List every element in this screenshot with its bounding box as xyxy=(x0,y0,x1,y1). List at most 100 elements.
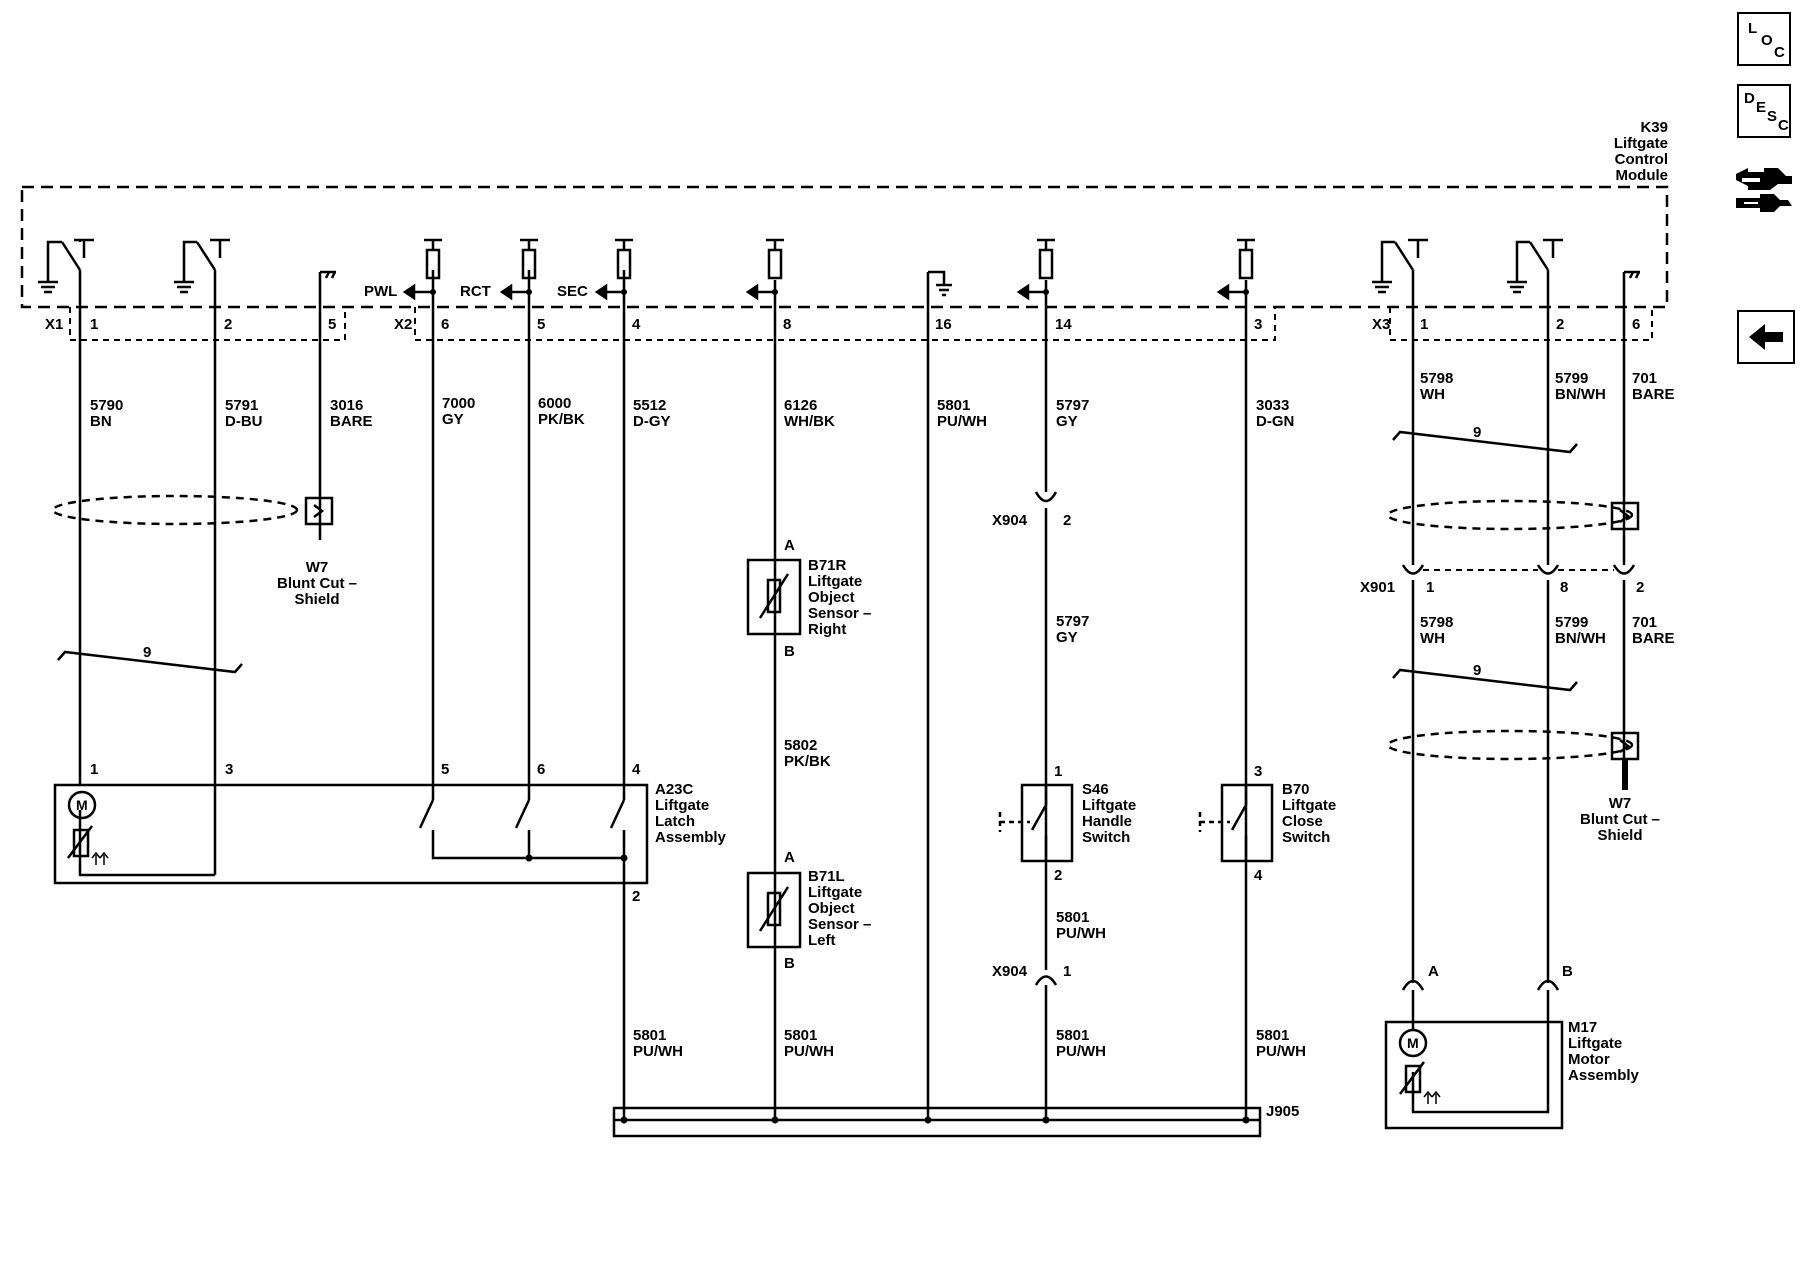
wire-label-color: WH xyxy=(1420,386,1445,403)
wire-label-num: 5802 xyxy=(784,737,817,754)
pin-x2-8: 8 xyxy=(783,316,791,333)
wire-label-num: 5799 xyxy=(1555,370,1588,387)
pin-x2-6: 6 xyxy=(441,316,449,333)
wire-label-num: 5799 xyxy=(1555,614,1588,631)
wire-label-num: 5801 xyxy=(784,1027,817,1044)
pin-x2-14: 14 xyxy=(1055,316,1072,333)
shield-label-1: Blunt Cut – xyxy=(1580,811,1660,828)
pin-x1-2: 2 xyxy=(224,316,232,333)
handle-switch-id: S46 xyxy=(1082,781,1109,798)
splice-id: J905 xyxy=(1266,1103,1299,1120)
desc-letter-s: S xyxy=(1767,108,1778,125)
motor-pin-a: A xyxy=(1428,963,1439,980)
connector-view-button[interactable] xyxy=(1730,160,1800,220)
pin-x2-16: 16 xyxy=(935,316,952,333)
wire-label-color: D-GN xyxy=(1256,413,1294,430)
x2-pullups xyxy=(424,238,1255,280)
shield-label-1: Blunt Cut – xyxy=(277,575,357,592)
wire-label-color: WH xyxy=(1420,630,1445,647)
wire-label-num: 5801 xyxy=(1056,1027,1089,1044)
latch-pin-4: 4 xyxy=(632,761,641,778)
module-outline xyxy=(20,185,1669,309)
wire-label-num: 5801 xyxy=(1056,909,1089,926)
module-label-2: Control xyxy=(1615,151,1668,168)
latch-label-3: Assembly xyxy=(655,829,727,846)
wire-label-num: 701 xyxy=(1632,614,1657,631)
arrow-left-icon xyxy=(1749,324,1783,350)
sensor-left-pin-a: A xyxy=(784,849,795,866)
wire-label-color: PU/WH xyxy=(784,1043,834,1060)
back-button[interactable] xyxy=(1737,310,1795,364)
sensor-right-pin-b: B xyxy=(784,643,795,660)
wire-label-color: PU/WH xyxy=(937,413,987,430)
close-switch-label-3: Switch xyxy=(1282,829,1330,846)
pin-x1-5: 5 xyxy=(328,316,336,333)
latch-pin-5: 5 xyxy=(441,761,449,778)
desc-letter-e: E xyxy=(1756,99,1767,116)
wire-label-num: 5512 xyxy=(633,397,666,414)
latch-id: A23C xyxy=(655,781,694,798)
x904-pin-1: 1 xyxy=(1063,963,1071,980)
shield-ellipse-right-bottom xyxy=(1386,729,1634,761)
module-id: K39 xyxy=(1640,119,1668,136)
wire-label-num: 6126 xyxy=(784,397,817,414)
description-button[interactable]: D E S C xyxy=(1737,84,1791,138)
connector-x1: X1 xyxy=(45,316,63,333)
motor-label-2: Motor xyxy=(1568,1051,1610,1068)
wire-label-num: 5791 xyxy=(225,397,258,414)
wire-label-color: PU/WH xyxy=(1256,1043,1306,1060)
wire-label-num: 5797 xyxy=(1056,397,1089,414)
sensor-right-label-2: Object xyxy=(808,589,855,606)
pin-x2-3: 3 xyxy=(1254,316,1262,333)
latch-pin-2: 2 xyxy=(632,888,640,905)
connector-x901: X901 xyxy=(1360,579,1395,596)
x2-connector-outline xyxy=(414,307,1276,341)
motor-symbol: M xyxy=(1407,1035,1419,1051)
wire-label-num: 5798 xyxy=(1420,370,1453,387)
wire-label-color: BN/WH xyxy=(1555,386,1606,403)
pin-x3-2: 2 xyxy=(1556,316,1564,333)
shield-ellipse-left xyxy=(51,494,299,526)
wire-label-num: 5797 xyxy=(1056,613,1089,630)
loc-letter-l: L xyxy=(1748,20,1758,37)
wire-label-color: D-BU xyxy=(225,413,263,430)
signal-sec: SEC xyxy=(557,283,588,300)
wire-label-color: PU/WH xyxy=(1056,925,1106,942)
x3-connector-outline xyxy=(1389,307,1653,341)
handle-switch-pin-1: 1 xyxy=(1054,763,1062,780)
wire-label-color: PU/WH xyxy=(1056,1043,1106,1060)
connector-x3: X3 xyxy=(1372,316,1390,333)
pin-x3-1: 1 xyxy=(1420,316,1428,333)
wire-label-color: BARE xyxy=(1632,630,1675,647)
sensor-right-label-3: Sensor – xyxy=(808,605,871,622)
location-button[interactable]: L O C xyxy=(1737,12,1791,66)
sensor-left-label-4: Left xyxy=(808,932,836,949)
connector-plug-icon xyxy=(1736,168,1792,212)
wire-label-color: WH/BK xyxy=(784,413,835,430)
wire-label-color: BARE xyxy=(1632,386,1675,403)
handle-switch-label-2: Handle xyxy=(1082,813,1132,830)
sensor-left-label-1: Liftgate xyxy=(808,884,862,901)
sensor-left-label-3: Sensor – xyxy=(808,916,871,933)
loc-letter-o: O xyxy=(1761,32,1773,49)
wire-label-color: PU/WH xyxy=(633,1043,683,1060)
latch-assembly-box xyxy=(53,783,649,885)
shield-id: W7 xyxy=(1609,795,1632,812)
sensor-right-pin-a: A xyxy=(784,537,795,554)
wire-label-num: 3016 xyxy=(330,397,363,414)
close-switch-pin-3: 3 xyxy=(1254,763,1262,780)
x901-pin-8: 8 xyxy=(1560,579,1568,596)
sensor-right-label-1: Liftgate xyxy=(808,573,862,590)
shield-label-2: Shield xyxy=(294,591,339,608)
module-label-3: Module xyxy=(1616,167,1669,184)
connector-x2: X2 xyxy=(394,316,412,333)
motor-label-1: Liftgate xyxy=(1568,1035,1622,1052)
close-switch-pin-4: 4 xyxy=(1254,867,1263,884)
pin-x2-5: 5 xyxy=(537,316,545,333)
sensor-right-label-4: Right xyxy=(808,621,846,638)
pin-x2-4: 4 xyxy=(632,316,641,333)
handle-switch-label-3: Switch xyxy=(1082,829,1130,846)
pin-x1-1: 1 xyxy=(90,316,98,333)
sensor-right-id: B71R xyxy=(808,557,847,574)
latch-pin-3: 3 xyxy=(225,761,233,778)
